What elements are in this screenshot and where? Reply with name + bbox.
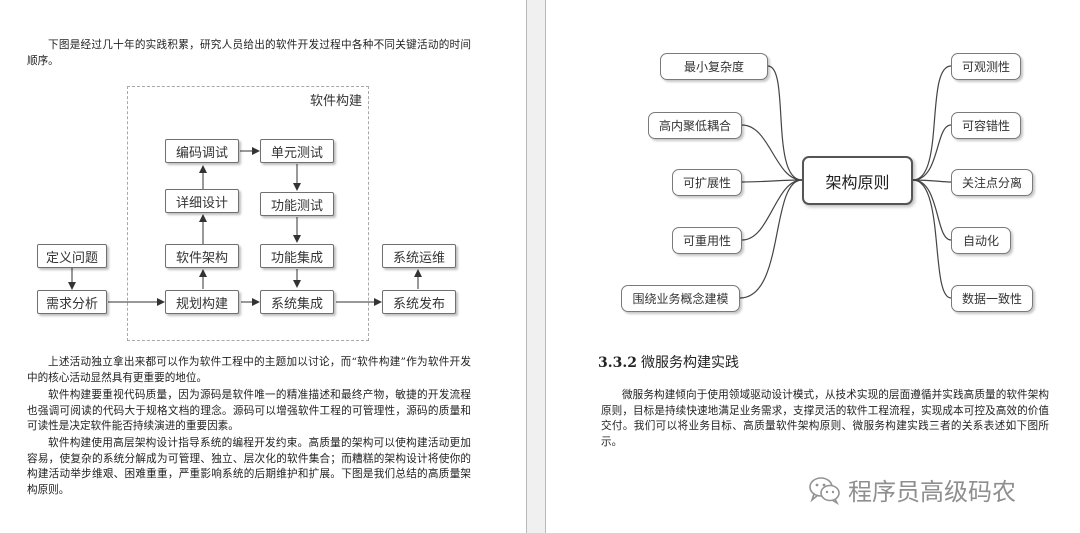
paragraph-2: 软件构建要重视代码质量，因为源码是软件唯一的精准描述和最终产物，敏捷的开发流程也… (27, 389, 471, 432)
watermark-text: 程序员高级码农 (848, 478, 1016, 506)
wechat-icon (809, 476, 840, 505)
paragraph-3: 软件构建使用高层架构设计指导系统的编程开发约束。高质量的架构可以使构建活动更加容… (27, 437, 471, 496)
mindmap-branches (739, 65, 952, 299)
box-define-problem: 定义问题 (37, 244, 107, 268)
software-build-frame (127, 86, 369, 341)
box-unit-test: 单元测试 (260, 139, 334, 163)
paragraph-1: 上述活动独立拿出来都可以作为软件工程中的主题加以讨论，而“软件构建”作为软件开发… (27, 356, 471, 384)
mindmap-center: 架构原则 (802, 156, 913, 205)
right-page (546, 0, 1080, 533)
node-data-consistency: 数据一致性 (951, 285, 1033, 312)
box-requirements: 需求分析 (37, 290, 107, 314)
right-paragraph: 微服务构建倾向于使用领域驱动设计模式，从技术实现的层面遵循并实践高质量的软件架构… (601, 389, 1049, 448)
box-detailed-design: 详细设计 (165, 189, 239, 213)
box-function-integration: 功能集成 (260, 244, 334, 268)
box-system-integration: 系统集成 (260, 290, 334, 314)
intro-paragraph: 下图是经过几十年的实践积累，研究人员给出的软件开发过程中各种不同关键活动的时间顺… (27, 39, 471, 67)
node-separation-concerns: 关注点分离 (951, 169, 1033, 196)
box-coding: 编码调试 (165, 139, 239, 163)
node-automation: 自动化 (951, 227, 1011, 254)
node-fault-tolerance: 可容错性 (951, 112, 1021, 139)
section-title: 微服务构建实践 (640, 355, 739, 371)
node-min-complexity: 最小复杂度 (660, 53, 768, 80)
node-domain-modeling: 围绕业务概念建模 (621, 285, 740, 312)
software-build-label: 软件构建 (310, 94, 363, 109)
node-reusability: 可重用性 (672, 227, 742, 254)
box-function-test: 功能测试 (260, 192, 334, 216)
box-architecture: 软件架构 (165, 244, 239, 268)
node-extensibility: 可扩展性 (672, 169, 742, 196)
node-cohesion-coupling: 高内聚低耦合 (648, 112, 742, 139)
watermark: 程序员高级码农 (808, 472, 1016, 507)
page-gutter (526, 0, 546, 533)
box-planning: 规划构建 (165, 290, 239, 314)
section-number: 3.3.2 (598, 355, 637, 371)
node-observability: 可观测性 (951, 53, 1021, 80)
box-system-release: 系统发布 (382, 290, 456, 314)
process-arrows (68, 147, 422, 306)
box-system-ops: 系统运维 (382, 244, 456, 268)
